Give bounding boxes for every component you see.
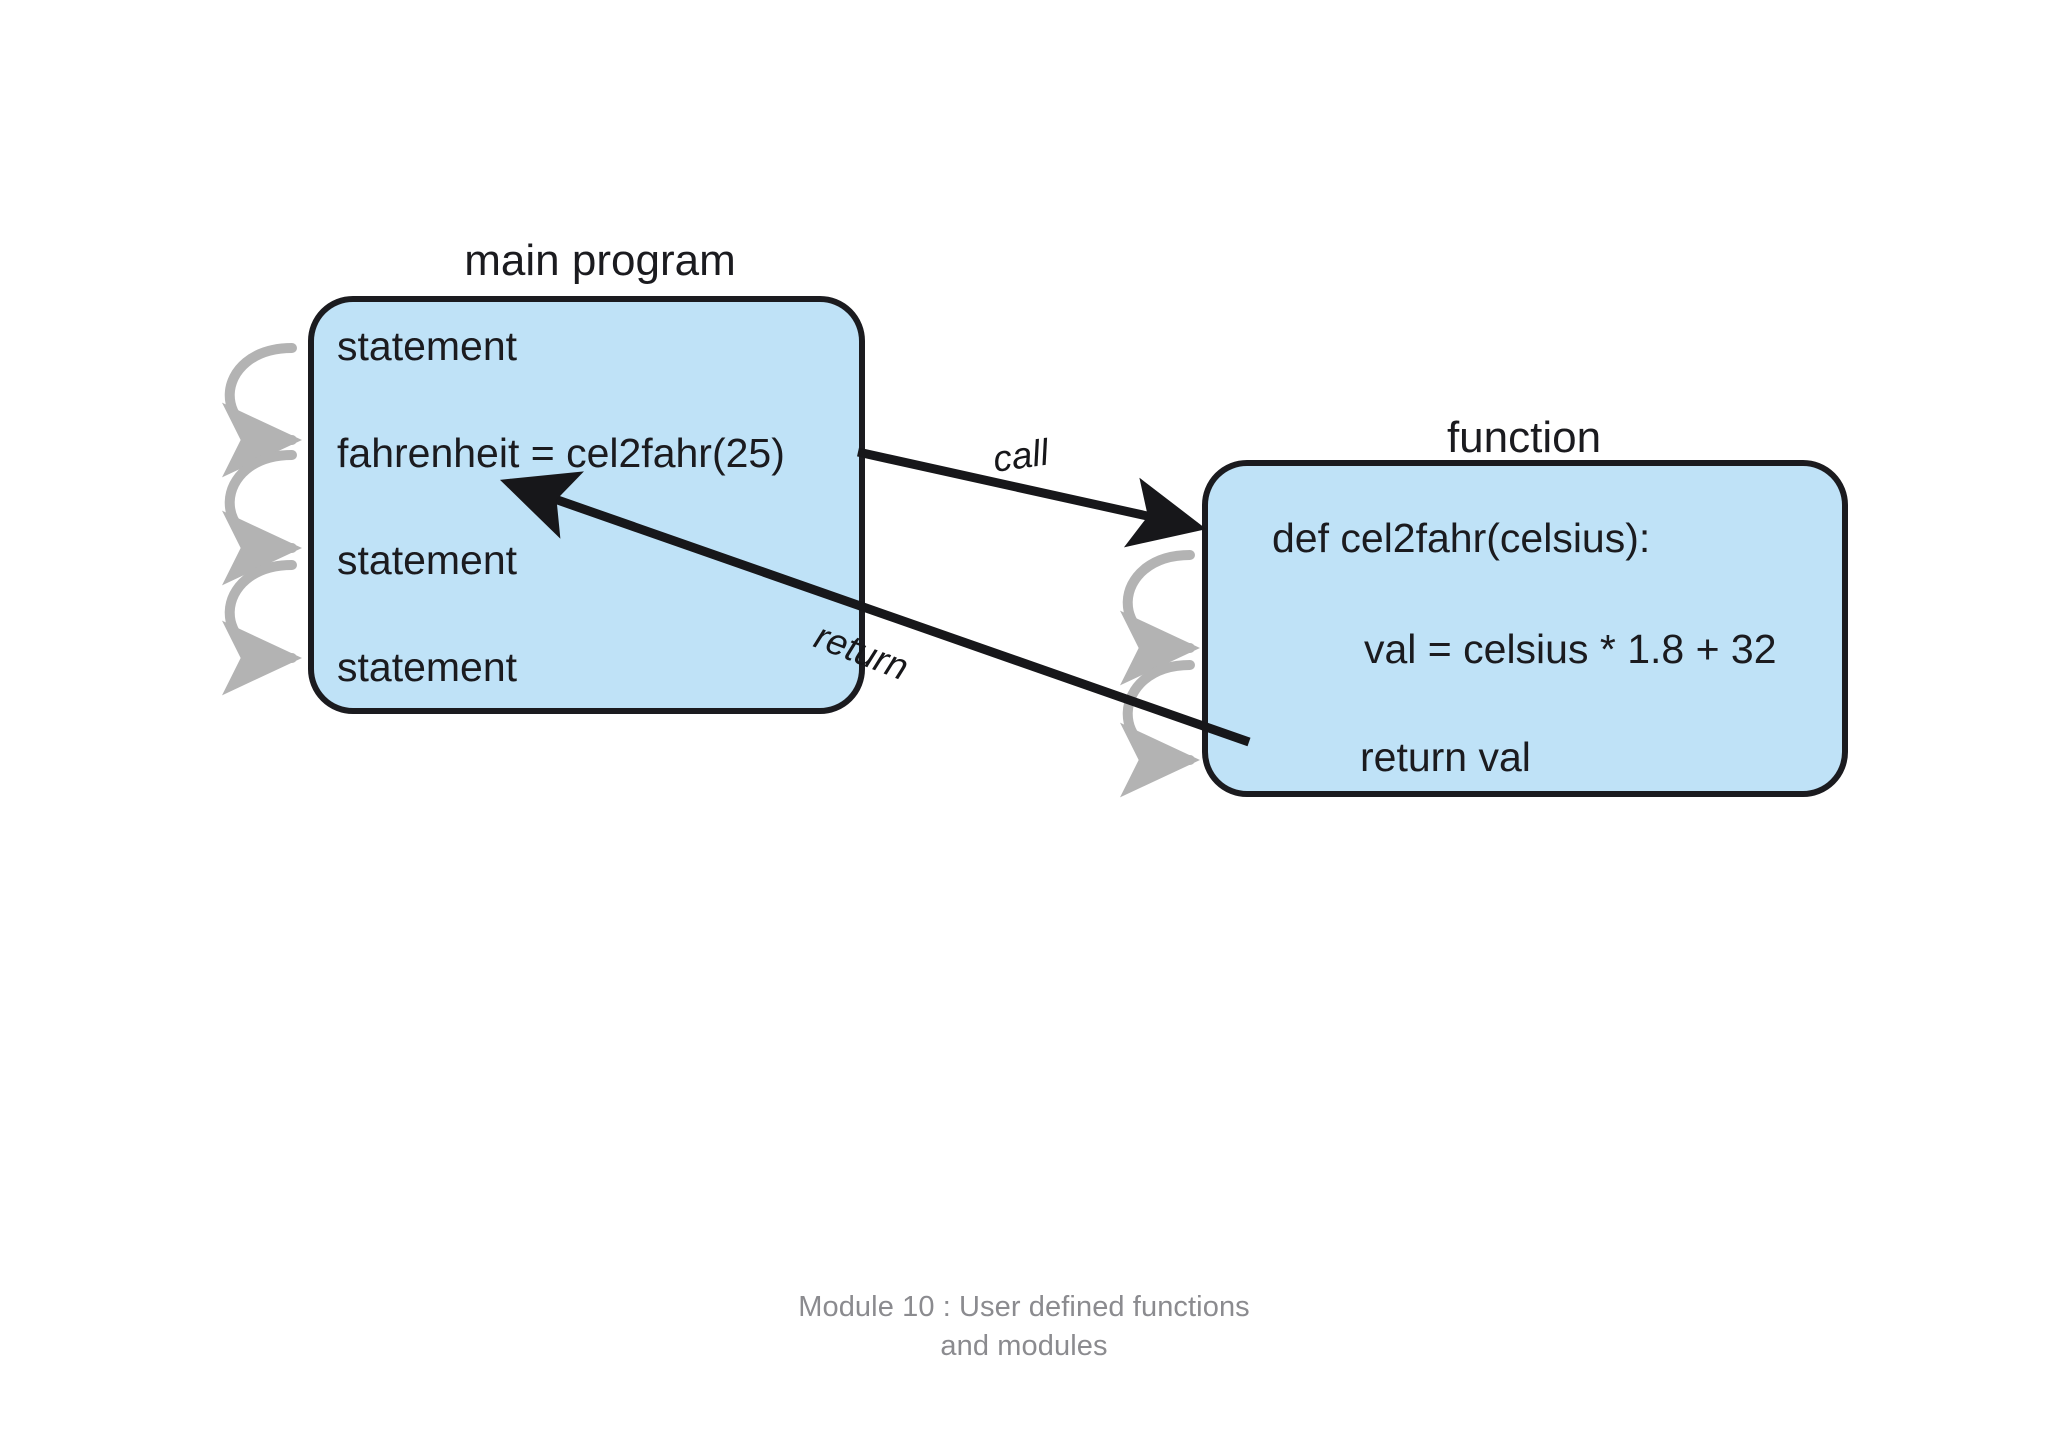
call-edge: call bbox=[857, 431, 1207, 548]
main-program-group: main program statement fahrenheit = cel2… bbox=[308, 236, 865, 714]
flow-arrow-main-1 bbox=[221, 343, 302, 478]
main-program-line-3: statement bbox=[337, 537, 518, 583]
main-program-line-1: statement bbox=[337, 323, 518, 369]
slide-caption-wrapper: Module 10 : User defined functions and m… bbox=[0, 1288, 2048, 1366]
call-label: call bbox=[990, 431, 1052, 480]
function-box bbox=[1202, 460, 1848, 797]
call-arrow bbox=[857, 447, 1207, 548]
flow-arrows-function bbox=[1119, 550, 1200, 798]
function-line-3: return val bbox=[1360, 734, 1531, 780]
function-line-2: val = celsius * 1.8 + 32 bbox=[1364, 626, 1777, 672]
flow-arrow-function-1 bbox=[1119, 550, 1200, 686]
function-group: function def cel2fahr(celsius): val = ce… bbox=[1202, 413, 1848, 797]
flow-arrow-main-3 bbox=[221, 560, 302, 696]
main-program-line-4: statement bbox=[337, 644, 518, 690]
function-line-1: def cel2fahr(celsius): bbox=[1272, 515, 1650, 561]
main-program-line-2: fahrenheit = cel2fahr(25) bbox=[337, 430, 785, 476]
flow-arrow-main-2 bbox=[221, 450, 302, 586]
slide-caption: Module 10 : User defined functions and m… bbox=[798, 1291, 1250, 1362]
function-title: function bbox=[1447, 413, 1601, 462]
return-arrow bbox=[499, 471, 1251, 747]
main-program-title: main program bbox=[464, 236, 735, 285]
flow-arrow-function-2 bbox=[1119, 660, 1200, 798]
flow-arrows-main-program bbox=[221, 343, 302, 696]
main-program-box bbox=[308, 296, 865, 714]
